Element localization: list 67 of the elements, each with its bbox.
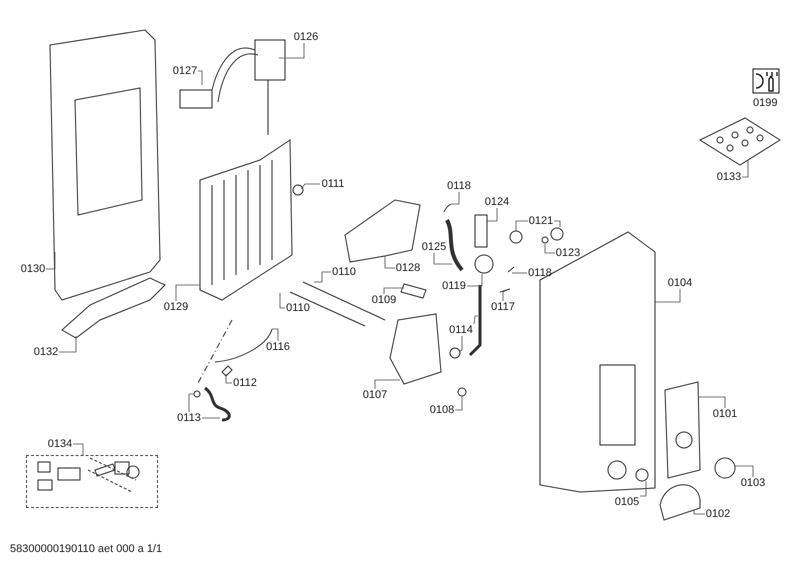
leader-line bbox=[742, 160, 748, 178]
leader-line bbox=[300, 184, 320, 190]
leader-line bbox=[554, 220, 560, 228]
leader-line bbox=[176, 284, 200, 302]
callout-number: 0126 bbox=[293, 31, 319, 43]
leader-line bbox=[694, 510, 706, 514]
leader-line bbox=[226, 374, 232, 384]
callout-number: 0129 bbox=[163, 301, 189, 313]
callout-number: 0112 bbox=[232, 377, 258, 389]
leader-line bbox=[698, 396, 726, 408]
callout-number: 0104 bbox=[667, 277, 693, 289]
leader-line bbox=[188, 394, 194, 412]
leader-line bbox=[58, 336, 76, 352]
leader-line bbox=[374, 380, 400, 390]
leader-line bbox=[454, 396, 462, 410]
callout-number: 0105 bbox=[614, 496, 640, 508]
leader-line bbox=[466, 274, 482, 286]
leader-line bbox=[458, 336, 462, 352]
callout-number: 0116 bbox=[265, 341, 291, 353]
leader-line bbox=[72, 444, 84, 456]
callout-number: 0110 bbox=[285, 302, 311, 314]
leader-line bbox=[384, 256, 396, 268]
drawing-reference: 58300000190110 aet 000 a 1/1 bbox=[10, 543, 162, 555]
callout-number: 0132 bbox=[33, 346, 59, 358]
leader-line bbox=[654, 288, 680, 302]
callout-number: 0125 bbox=[421, 241, 447, 253]
leader-line bbox=[516, 220, 528, 232]
callout-number: 0107 bbox=[362, 389, 388, 401]
leader-line bbox=[502, 290, 508, 302]
leader-line bbox=[544, 244, 556, 254]
callout-number: 0130 bbox=[20, 263, 46, 275]
callout-number: 0101 bbox=[712, 408, 738, 420]
callout-number: 0124 bbox=[484, 196, 510, 208]
callout-number: 0127 bbox=[172, 65, 198, 77]
callout-number: 0109 bbox=[371, 294, 397, 306]
callout-number: 0108 bbox=[429, 404, 455, 416]
callout-number: 0128 bbox=[395, 262, 421, 274]
leader-line bbox=[474, 316, 478, 324]
callout-number: 0118 bbox=[446, 180, 472, 192]
leader-line bbox=[450, 192, 460, 204]
leader-line bbox=[198, 70, 202, 86]
callout-number: 0111 bbox=[320, 178, 346, 190]
leader-line bbox=[46, 252, 56, 270]
leader-line bbox=[640, 480, 646, 496]
leader-line bbox=[512, 272, 528, 274]
dashed-frame bbox=[26, 455, 158, 508]
callout-number: 0123 bbox=[555, 247, 581, 259]
leader-line bbox=[486, 208, 498, 222]
callout-number: 0117 bbox=[490, 301, 516, 313]
callout-number: 0114 bbox=[448, 324, 474, 336]
leader-line bbox=[734, 466, 754, 478]
callout-number: 0118 bbox=[527, 267, 553, 279]
leader-line bbox=[280, 292, 286, 308]
leader-line bbox=[314, 272, 332, 282]
callout-number: 0133 bbox=[716, 171, 742, 183]
callout-number: 0110 bbox=[331, 266, 357, 278]
leader-line bbox=[272, 328, 278, 342]
callout-number: 0121 bbox=[528, 215, 554, 227]
callout-number: 0113 bbox=[176, 412, 202, 424]
callout-number: 0119 bbox=[441, 280, 467, 292]
callout-number: 0103 bbox=[740, 477, 766, 489]
callout-number: 0199 bbox=[753, 97, 778, 109]
callout-number: 0134 bbox=[47, 438, 73, 450]
leader-line bbox=[384, 288, 404, 294]
callout-number: 0102 bbox=[705, 508, 731, 520]
leader-line bbox=[278, 42, 304, 58]
leader-line bbox=[434, 252, 452, 264]
